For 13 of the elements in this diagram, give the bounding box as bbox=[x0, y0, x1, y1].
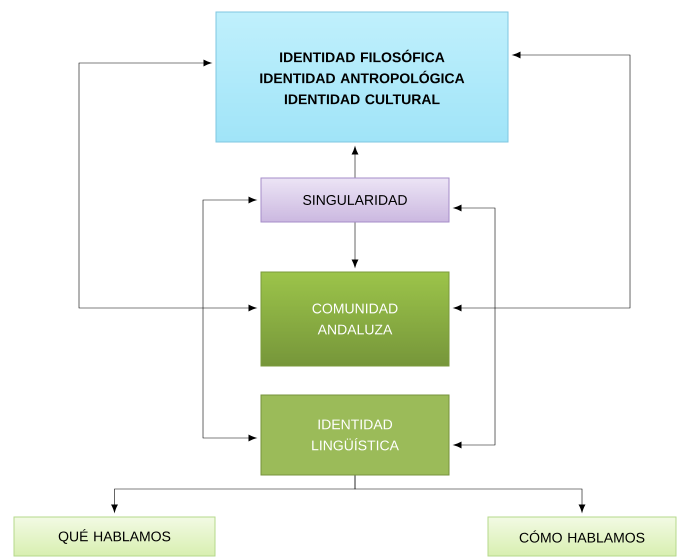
process-box: SINGULARIDAD bbox=[260, 178, 450, 222]
arrow bbox=[202, 196, 257, 442]
arrow bbox=[352, 146, 358, 178]
process-box: IDENTIDAD LINGÜÍSTICA bbox=[260, 394, 450, 476]
arrow bbox=[453, 52, 630, 312]
arrow bbox=[354, 475, 586, 513]
identity-box: IDENTIDAD FILOSÓFICA IDENTIDAD ANTROPOLÓGICA IDENTIDAD CULTURAL bbox=[216, 12, 508, 142]
community-box: COMUNIDAD ANDALUZA bbox=[260, 272, 450, 366]
result-box: CÓMO HABLAMOS bbox=[488, 516, 676, 556]
arrow bbox=[453, 204, 496, 448]
result-box: QUÉ HABLAMOS bbox=[14, 516, 216, 556]
arrow bbox=[78, 60, 257, 312]
arrow bbox=[352, 222, 358, 268]
